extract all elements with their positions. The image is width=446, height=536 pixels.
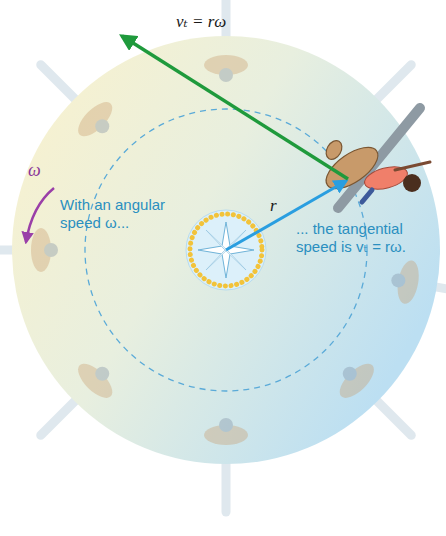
callout-text: ... the tangential speed is vₜ = rω. (296, 220, 442, 256)
radius-symbol: r (270, 196, 277, 216)
rotation-arrow (26, 188, 54, 242)
ghost-rider (334, 358, 379, 403)
ghost-rider (204, 55, 248, 82)
ghost-rider (204, 418, 248, 445)
tangential-velocity-arrow (122, 36, 348, 179)
ghost-rider (73, 97, 118, 142)
callout-text: With an angular speed ω... (60, 196, 172, 232)
main-rider (319, 108, 430, 208)
ghost-rider (31, 228, 58, 272)
angular-speed-symbol: ω (28, 160, 41, 182)
ghost-rider (73, 358, 118, 403)
ghost-rider (391, 259, 422, 306)
carousel-poles (0, 0, 446, 512)
velocity-formula: vₜ = rω (176, 12, 226, 32)
